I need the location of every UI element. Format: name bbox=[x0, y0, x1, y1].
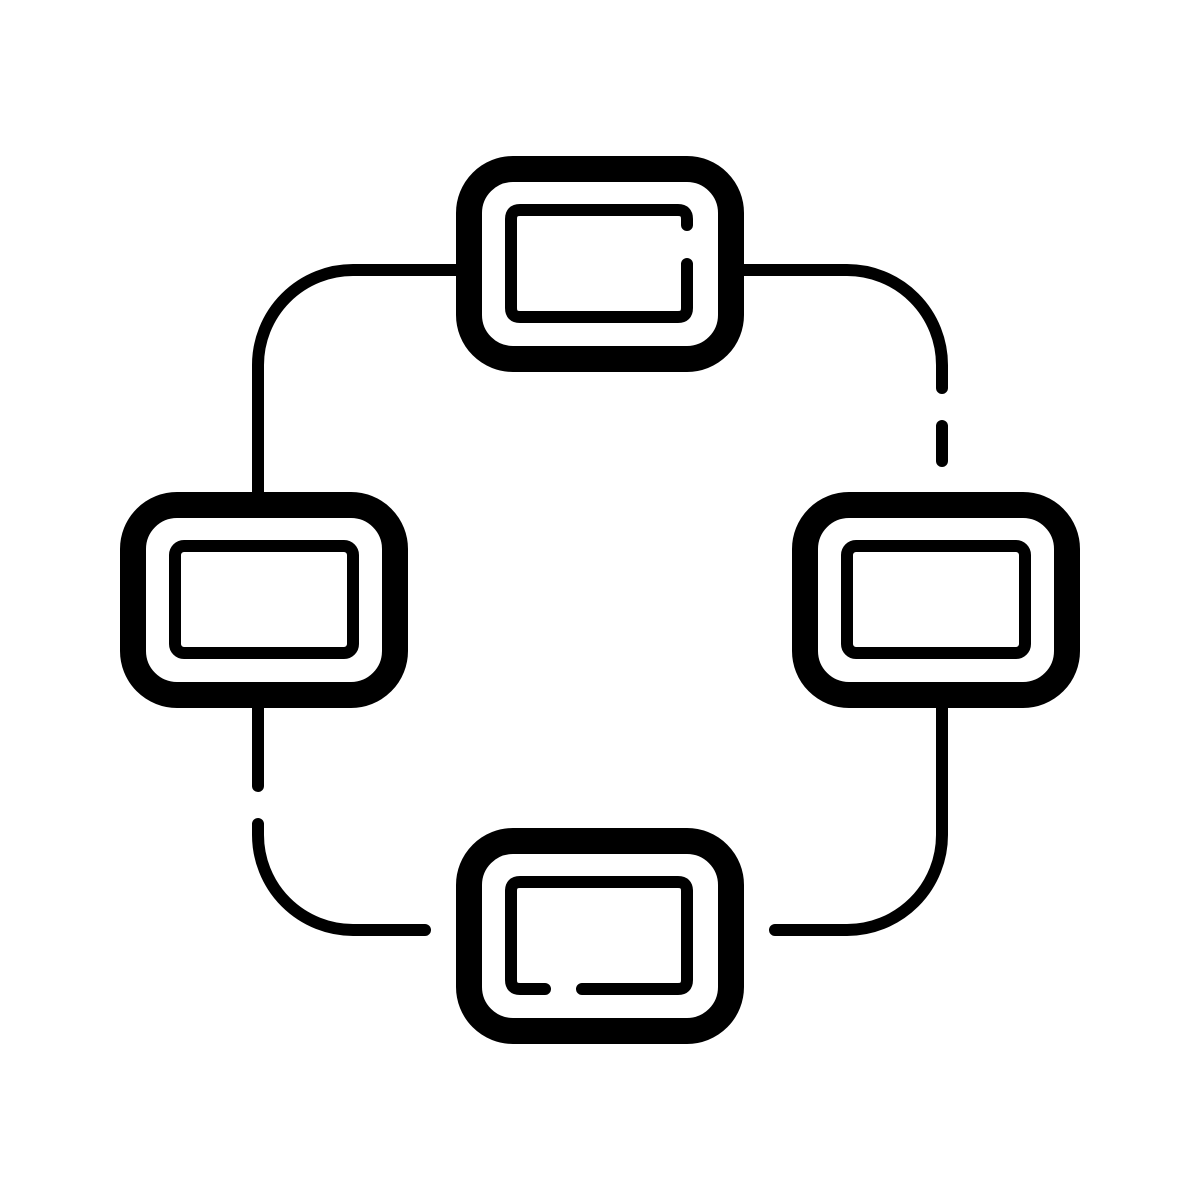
node-top-frame bbox=[456, 156, 744, 372]
link-bottom-left bbox=[252, 818, 431, 936]
node-right-frame bbox=[792, 492, 1080, 708]
link-right-bottom bbox=[769, 700, 948, 936]
node-top bbox=[456, 156, 744, 372]
screen-icon bbox=[841, 540, 1031, 659]
node-right bbox=[792, 492, 1080, 708]
node-left bbox=[120, 492, 408, 708]
screen-icon bbox=[169, 540, 359, 659]
connectors bbox=[252, 264, 948, 936]
node-left-frame bbox=[120, 492, 408, 708]
node-bottom bbox=[456, 828, 744, 1044]
screen-icon bbox=[505, 876, 693, 995]
link-top-right bbox=[736, 264, 948, 394]
screen-icon bbox=[505, 204, 693, 323]
link-left-top bbox=[252, 264, 464, 500]
node-bottom-frame bbox=[456, 828, 744, 1044]
